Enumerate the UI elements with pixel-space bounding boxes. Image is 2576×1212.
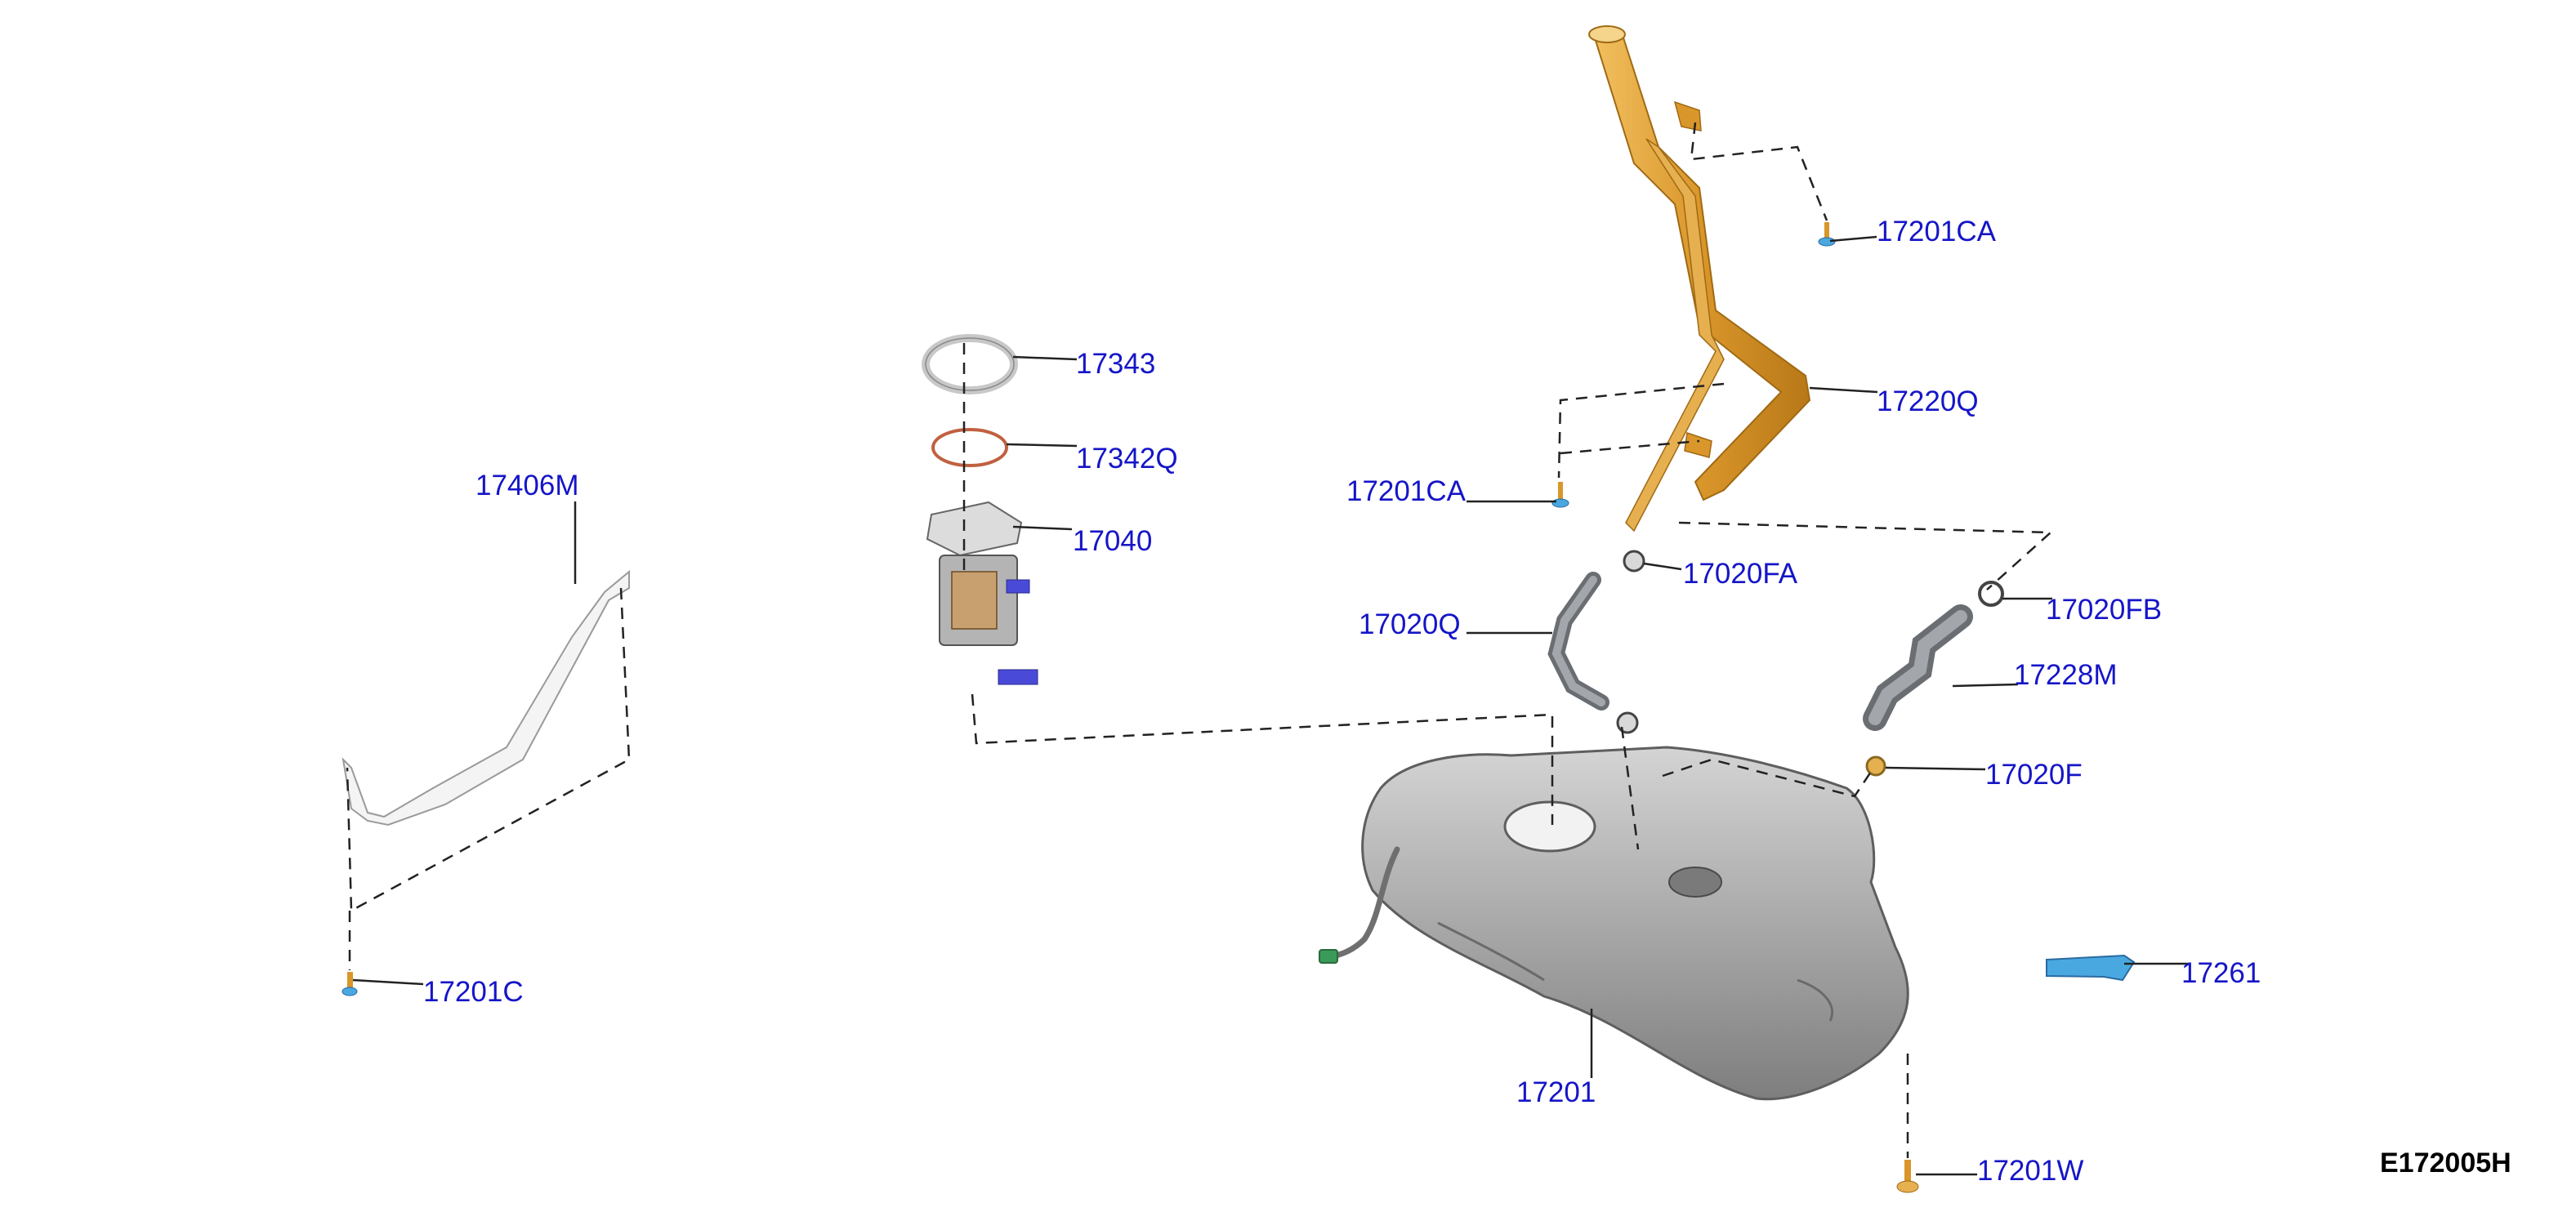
dash-line-hose-tank	[1620, 726, 1640, 850]
leader-17220q	[1809, 386, 1878, 394]
clamp-lower	[1616, 711, 1639, 734]
bolt-17201c[interactable]	[342, 972, 358, 996]
label-17220q[interactable]: 17220Q	[1877, 385, 1979, 417]
diagram-code: E172005H	[2380, 1147, 2511, 1179]
hose-17228m[interactable]	[1863, 604, 1973, 731]
bolt-17201ca-left[interactable]	[1551, 482, 1569, 508]
leader-17201c	[352, 978, 424, 986]
label-17020fb[interactable]: 17020FB	[2046, 594, 2162, 626]
leader-17228m	[1952, 683, 2019, 688]
leader-17020f	[1885, 766, 1986, 771]
leader-17020fa	[1643, 562, 1682, 571]
leader-17201ca-top	[1829, 235, 1877, 243]
label-17040[interactable]: 17040	[1073, 525, 1152, 557]
dash-line-left-bolt-a	[1557, 382, 1725, 479]
clamp-17020f[interactable]	[1865, 755, 1886, 777]
dash-line-left-bolt-b	[1560, 439, 1700, 455]
fuel-tank[interactable]	[1319, 746, 1909, 1101]
label-17020fa[interactable]: 17020FA	[1683, 558, 1798, 590]
filler-pipe[interactable]	[1588, 25, 1811, 532]
dash-line-strap	[346, 587, 631, 913]
label-17201w[interactable]: 17201W	[1977, 1155, 2083, 1187]
dash-line-hose-lower	[1662, 758, 1873, 798]
label-17201[interactable]: 17201	[1516, 1076, 1596, 1108]
dash-line-pump-tank	[971, 693, 1554, 825]
bolt-17201w[interactable]	[1896, 1160, 1919, 1193]
label-17343[interactable]: 17343	[1076, 348, 1155, 380]
label-17342q[interactable]: 17342Q	[1076, 443, 1178, 475]
dash-line-top-bolt	[1690, 122, 1828, 221]
label-17261[interactable]: 17261	[2181, 957, 2261, 989]
label-17201ca-left[interactable]: 17201CA	[1346, 475, 1467, 507]
label-17201ca-top[interactable]: 17201CA	[1877, 216, 1997, 247]
bolt-17201ca-top[interactable]	[1818, 222, 1836, 247]
retainer-ring-17343[interactable]	[922, 334, 1018, 394]
label-17020q[interactable]: 17020Q	[1359, 608, 1461, 640]
fuel-pump-module[interactable]	[926, 501, 1038, 685]
hose-17020q[interactable]	[1547, 572, 1609, 711]
label-17228m[interactable]: 17228M	[2014, 659, 2117, 691]
label-17020f[interactable]: 17020F	[1985, 759, 2083, 791]
label-17406m[interactable]: 17406M	[475, 470, 578, 501]
clamp-17020fb[interactable]	[1978, 581, 2004, 607]
label-17201c[interactable]: 17201C	[423, 976, 524, 1008]
leader-17342q	[1006, 443, 1078, 448]
clamp-17020fa[interactable]	[1623, 550, 1645, 573]
protector-17261[interactable]	[2046, 954, 2136, 982]
leader-17343	[1012, 355, 1078, 361]
strap-17406m[interactable]	[342, 569, 630, 827]
leader-17040	[1012, 525, 1073, 531]
dash-line-hose-right	[1678, 521, 2054, 590]
gasket-17342q[interactable]	[931, 428, 1008, 467]
